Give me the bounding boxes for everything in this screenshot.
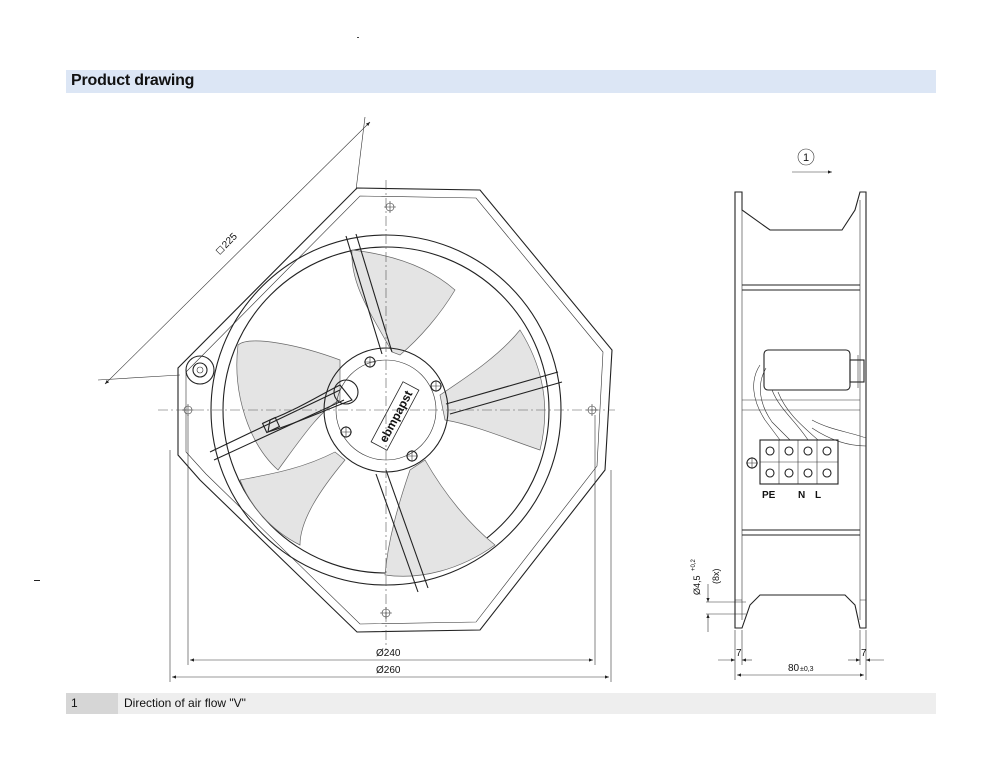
dim-diameters: Ø240 Ø260: [169, 415, 612, 682]
legend-text: Direction of air flow "V": [124, 696, 246, 710]
legend-number-cell: 1: [66, 693, 118, 714]
dim-depth-label: 80: [788, 663, 800, 674]
cable-outlet: [267, 384, 353, 433]
fan-struts: [209, 233, 563, 593]
section-title: Product drawing: [71, 72, 195, 89]
svg-text:Ø4,5: Ø4,5: [692, 575, 702, 595]
terminal-block: PE N L: [746, 439, 839, 501]
dim-depth-tol: ±0,3: [800, 666, 814, 673]
ebmpapst-logo: ebmpapst: [370, 381, 420, 451]
legend-number: 1: [71, 696, 78, 710]
mounting-hole-marks: [182, 201, 598, 619]
terminal-l: L: [815, 490, 821, 501]
side-view: 1: [691, 148, 884, 680]
side-frame: [734, 191, 867, 629]
capacitor: [763, 349, 851, 391]
svg-text:1: 1: [803, 152, 809, 164]
svg-text:225: 225: [220, 231, 240, 251]
housing-inner-edge: [185, 195, 604, 625]
stray-dash: [34, 580, 40, 581]
fan-housing: [177, 187, 613, 633]
dim-hole: Ø4,5 +0,2 (8x): [691, 558, 746, 632]
svg-text:+0,2: +0,2: [691, 558, 697, 571]
dim-depth: 7 7 80 ±0,3: [718, 630, 884, 680]
mounting-lug: [185, 355, 215, 385]
dim-right-label: 7: [861, 648, 867, 659]
legend-row: 1 Direction of air flow "V": [66, 693, 936, 714]
terminal-pe: PE: [762, 490, 776, 501]
front-view: ebmpapst 225: [97, 116, 615, 682]
dim-inner-label: Ø240: [376, 648, 401, 659]
terminal-n: N: [798, 490, 805, 501]
section-header: Product drawing: [66, 70, 936, 93]
dim-diagonal-225: 225: [97, 116, 371, 385]
mounting-lug-hole: [192, 362, 208, 378]
airflow-marker: 1: [792, 148, 832, 174]
stray-dot: [357, 37, 359, 38]
dim-outer-label: Ø260: [376, 665, 401, 676]
dim-left-label: 7: [736, 648, 742, 659]
wires: [753, 364, 867, 447]
hub-screws: [340, 356, 442, 462]
svg-text:(8x): (8x): [711, 568, 721, 584]
